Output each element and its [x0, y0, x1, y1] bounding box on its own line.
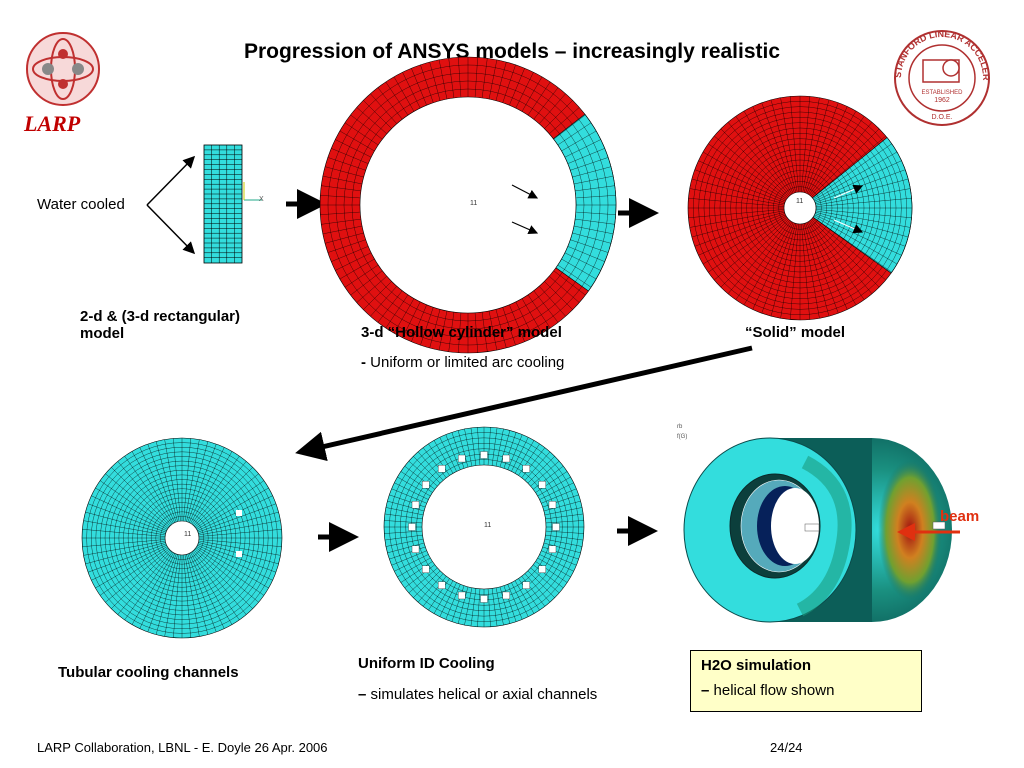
water-cooled-label: Water cooled [37, 196, 125, 213]
uniform-node-label: 11 [484, 522, 491, 529]
h2o-note-text: helical flow shown [713, 682, 835, 699]
rect-model-caption: 2-d & (3-d rectangular) model [80, 308, 240, 342]
svg-text:rb: rb [677, 424, 683, 430]
water-arrow-up [146, 155, 196, 206]
h2o-simulation-model: rb f(G) [677, 424, 952, 623]
h2o-note-dash: – [701, 682, 710, 699]
uniform-id-mesh [383, 426, 585, 628]
hollow-note-dash: - [361, 354, 366, 371]
h2o-caption-box: H2O simulation – helical flow shown [690, 650, 922, 712]
water-arrow-down [146, 204, 196, 255]
slac-seal-icon: STANFORD LINEAR ACCELERATOR CENTER ESTAB… [885, 26, 991, 126]
hollow-node-label: 11 [470, 200, 477, 207]
rect-model-mesh: X [203, 144, 264, 264]
larp-logo-text: LARP [24, 111, 81, 136]
solid-node-label: 11 [796, 198, 803, 205]
rect-caption-line2: model [80, 325, 125, 342]
progress-arrow-long [295, 345, 753, 462]
tubular-node-label: 11 [184, 531, 191, 538]
tubular-model-caption: Tubular cooling channels [58, 664, 239, 681]
svg-text:f(G): f(G) [677, 434, 687, 440]
uniform-note-text: simulates helical or axial channels [370, 686, 598, 703]
beam-label: beam [940, 508, 980, 525]
hollow-note-text: Uniform or limited arc cooling [370, 354, 565, 371]
hollow-cooling-arrow-1 [511, 184, 539, 199]
hollow-cooling-arrow-2 [511, 221, 539, 235]
seal-year: 1962 [934, 97, 950, 104]
hollow-model-note: - Uniform or limited arc cooling [361, 354, 564, 371]
tubular-model-mesh [81, 437, 283, 639]
larp-logo-icon [26, 32, 100, 106]
seal-established: ESTABLISHED [922, 90, 964, 96]
solid-model-caption: “Solid” model [745, 324, 846, 341]
hollow-cylinder-mesh [319, 56, 617, 354]
seal-doe: D.O.E. [931, 114, 952, 121]
footer-page-number: 24/24 [770, 740, 803, 755]
hollow-model-caption: 3-d “Hollow cylinder” model [361, 324, 562, 341]
rect-axis-label: X [259, 196, 264, 203]
uniform-note-dash: – [358, 686, 367, 703]
h2o-caption: H2O simulation [701, 657, 812, 674]
slide-title: Progression of ANSYS models – increasing… [243, 40, 781, 63]
rect-caption-line1: 2-d & (3-d rectangular) [80, 308, 241, 325]
solid-cooling-arrow-2 [833, 219, 864, 234]
solid-model-mesh [687, 95, 913, 321]
footer-left: LARP Collaboration, LBNL - E. Doyle 26 A… [37, 740, 328, 755]
uniform-id-note: – simulates helical or axial channels [358, 686, 597, 703]
uniform-id-caption: Uniform ID Cooling [358, 655, 495, 672]
h2o-note: – helical flow shown [701, 682, 911, 699]
solid-cooling-arrow-1 [833, 184, 864, 199]
